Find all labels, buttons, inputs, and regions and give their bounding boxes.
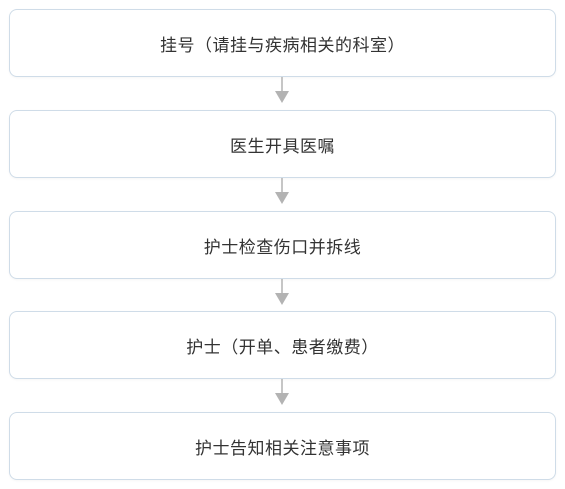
arrow-down-icon <box>275 279 289 305</box>
step-label: 医生开具医嘱 <box>230 136 335 157</box>
arrow-connector <box>272 178 292 210</box>
step-register: 挂号（请挂与疾病相关的科室） <box>9 9 556 77</box>
step-billing: 护士（开单、患者缴费） <box>9 311 556 379</box>
arrow-connector <box>272 77 292 109</box>
step-wound-check: 护士检查伤口并拆线 <box>9 211 556 279</box>
arrow-down-icon <box>275 77 289 103</box>
arrow-connector <box>272 379 292 411</box>
step-label: 挂号（请挂与疾病相关的科室） <box>160 35 405 56</box>
step-label: 护士（开单、患者缴费） <box>186 337 379 358</box>
step-label: 护士告知相关注意事项 <box>195 438 370 459</box>
arrow-connector <box>272 279 292 311</box>
step-label: 护士检查伤口并拆线 <box>203 237 362 258</box>
arrow-down-icon <box>275 379 289 405</box>
arrow-down-icon <box>275 178 289 204</box>
step-doctor-order: 医生开具医嘱 <box>9 110 556 178</box>
step-instructions: 护士告知相关注意事项 <box>9 412 556 480</box>
